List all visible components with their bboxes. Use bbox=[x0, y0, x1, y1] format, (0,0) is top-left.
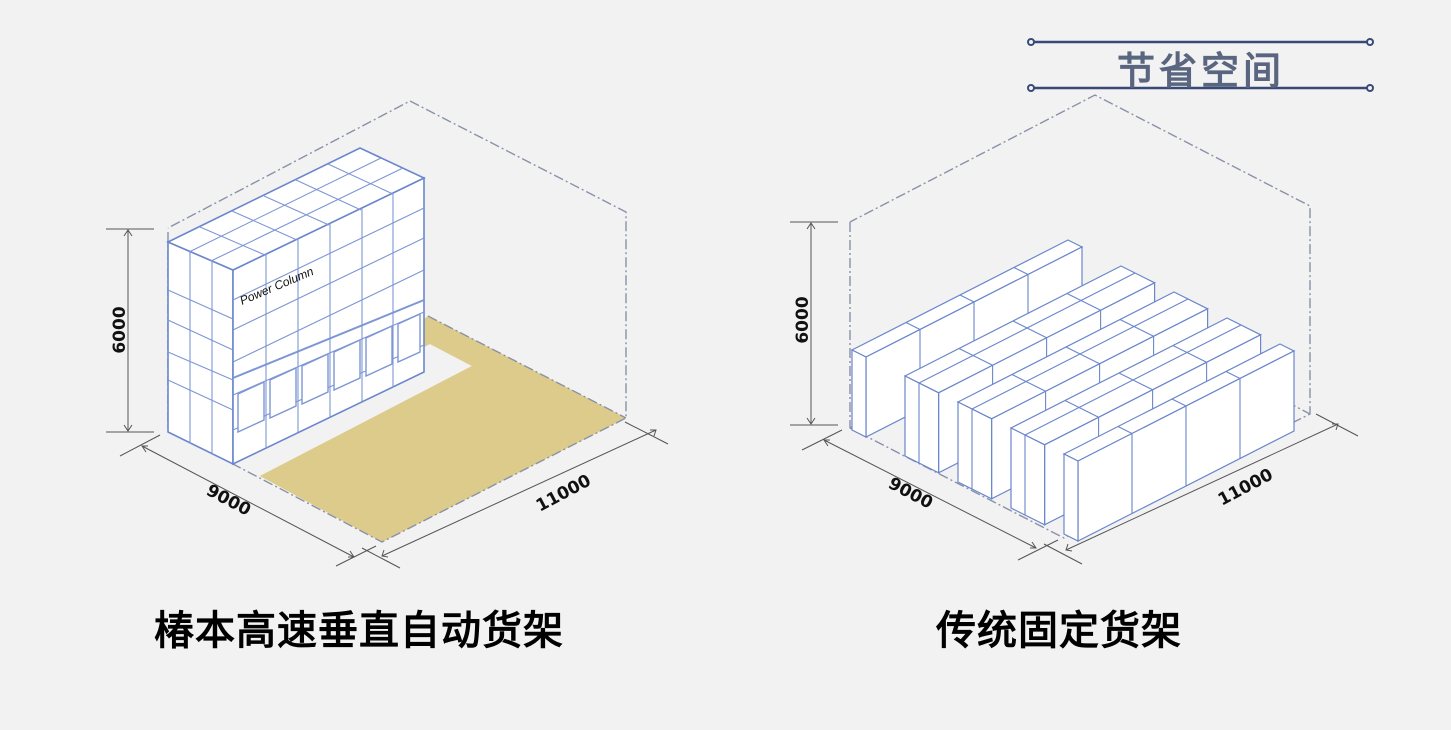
right-height-label: 6000 bbox=[793, 296, 813, 343]
right-caption: 传统固定货架 bbox=[936, 608, 1182, 654]
right-width-label: 9000 bbox=[885, 474, 936, 514]
access-window bbox=[301, 352, 329, 406]
left-height-dimension bbox=[106, 228, 154, 433]
rack-bay-divider bbox=[1012, 320, 1047, 339]
left-width-label: 9000 bbox=[203, 481, 254, 521]
rack-bay-divider bbox=[958, 348, 993, 366]
banner bbox=[1027, 38, 1374, 92]
left-floor-area-main bbox=[260, 316, 626, 542]
left-width-dimension bbox=[119, 434, 377, 567]
rack-bay-divider bbox=[1011, 374, 1046, 392]
machine-side-face bbox=[167, 240, 234, 466]
access-window bbox=[237, 380, 265, 434]
rack-bay-divider bbox=[971, 298, 1189, 410]
rack-bay-divider bbox=[1066, 293, 1101, 311]
rack-row bbox=[1062, 343, 1296, 542]
rack-bay-divider bbox=[1024, 324, 1242, 436]
right-height-dimension bbox=[790, 221, 838, 426]
right-width-dimension bbox=[801, 429, 1059, 561]
banner-title: 节省空间 bbox=[1116, 49, 1285, 93]
left-length-label: 11000 bbox=[533, 471, 595, 517]
banner-dot bbox=[1027, 84, 1035, 92]
right-length-label: 11000 bbox=[1215, 465, 1277, 511]
access-window bbox=[269, 366, 297, 420]
rack-bay-divider bbox=[918, 272, 1136, 384]
right-figure: 6000 9000 11000 bbox=[790, 94, 1359, 565]
rack-bay-divider bbox=[1171, 398, 1187, 407]
left-height-label: 6000 bbox=[110, 306, 130, 353]
access-window bbox=[397, 312, 421, 364]
rack-bay-divider bbox=[959, 294, 975, 303]
rack-bay-divider bbox=[1064, 400, 1099, 418]
banner-dot bbox=[1366, 84, 1374, 92]
access-window bbox=[365, 324, 393, 378]
left-figure: Power Column 6000 9000 11000 bbox=[106, 100, 669, 569]
rack-end-face bbox=[957, 401, 993, 500]
access-window bbox=[333, 338, 361, 392]
machine-grid bbox=[167, 157, 425, 454]
banner-dot bbox=[1027, 38, 1035, 46]
rack-end-face bbox=[904, 375, 940, 474]
rack-bay-divider bbox=[905, 322, 921, 330]
rack-bay-divider bbox=[1117, 426, 1133, 434]
rack-rows bbox=[850, 239, 1296, 542]
rack-end-face bbox=[1010, 427, 1046, 526]
rack-bay-divider bbox=[1013, 267, 1029, 275]
rack-bay-divider bbox=[1119, 319, 1154, 337]
rack-bay-divider bbox=[1118, 372, 1153, 391]
rack-end-face bbox=[851, 349, 867, 438]
right-length-dimension bbox=[1043, 413, 1359, 565]
left-caption: 椿本高速垂直自动货架 bbox=[154, 608, 564, 654]
left-length-dimension bbox=[361, 421, 669, 569]
rack-bay-divider bbox=[1172, 345, 1207, 363]
rack-end-face bbox=[1063, 453, 1079, 542]
rack-bay-divider bbox=[1065, 346, 1100, 365]
machine-access-windows bbox=[237, 312, 421, 434]
rack-bay-divider bbox=[1225, 371, 1241, 379]
banner-dot bbox=[1366, 38, 1374, 46]
